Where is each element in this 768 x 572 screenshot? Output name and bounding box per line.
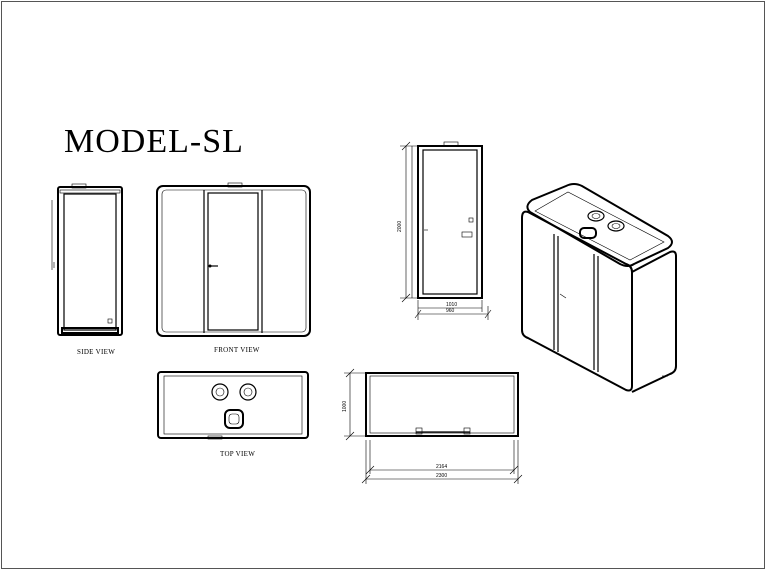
door-height-dimension: 2000 bbox=[397, 221, 403, 232]
door-elevation bbox=[400, 141, 492, 320]
door-width-inner-dimension: 960 bbox=[446, 308, 455, 314]
front-view-label: FRONT VIEW bbox=[214, 346, 260, 354]
isometric-view bbox=[521, 183, 677, 393]
door-width-outer-dimension: 1010 bbox=[446, 302, 457, 308]
depth-dimension: 1000 bbox=[342, 401, 348, 412]
top-view bbox=[157, 371, 309, 440]
model-title: MODEL-SL bbox=[64, 123, 244, 160]
front-view bbox=[156, 182, 311, 337]
side-view-label: SIDE VIEW bbox=[77, 348, 115, 356]
overall-width-dimension: 2300 bbox=[436, 473, 447, 479]
side-view bbox=[51, 183, 123, 336]
plan-view bbox=[344, 368, 523, 484]
inner-width-dimension: 2164 bbox=[436, 464, 447, 470]
top-view-label: TOP VIEW bbox=[220, 450, 255, 458]
